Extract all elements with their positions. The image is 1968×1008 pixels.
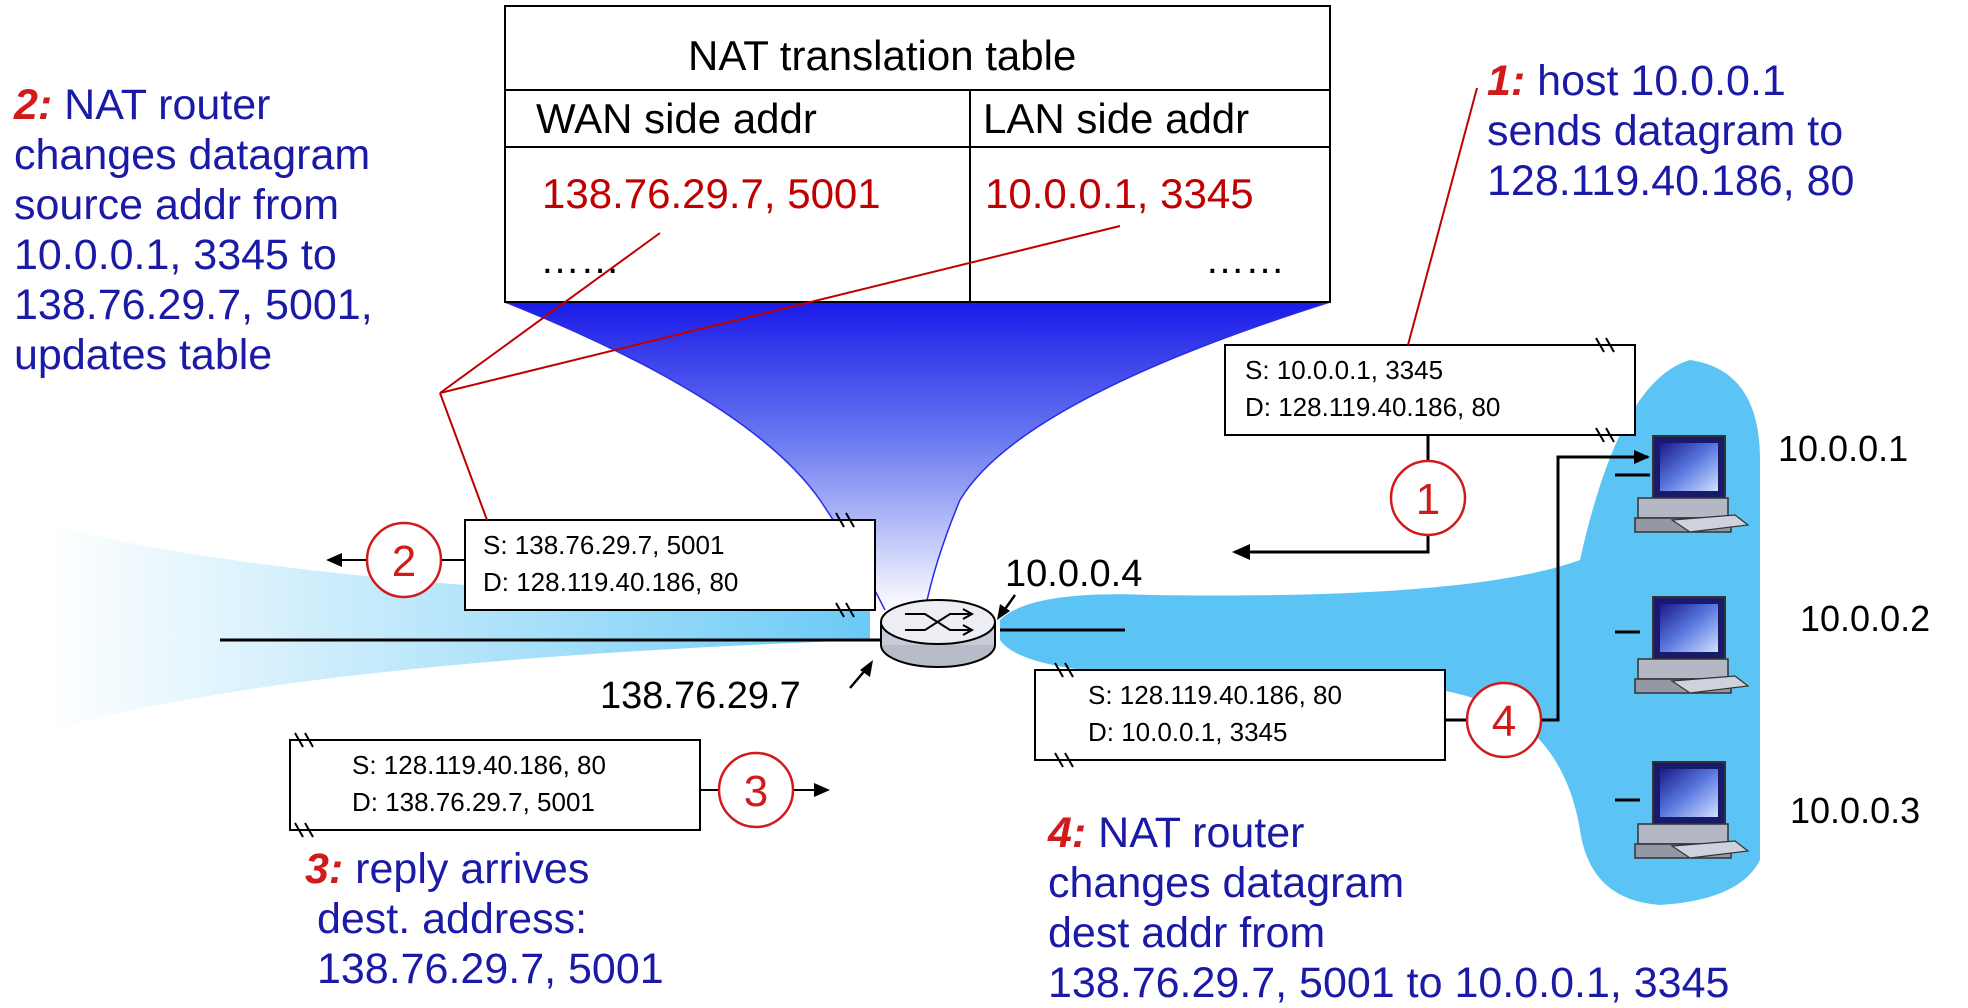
- arrow-2-head: [326, 553, 342, 567]
- step-2-circle-label: 2: [392, 537, 416, 586]
- step-1-text: host 10.0.0.1 sends datagram to 128.119.…: [1487, 57, 1855, 205]
- step-3-note: 3: reply arrives dest. address: 138.76.2…: [305, 844, 664, 994]
- computer-icon-host2: [1634, 596, 1750, 694]
- step-3-number: 3:: [305, 845, 344, 893]
- nat-table-title: NAT translation table: [688, 32, 1077, 79]
- step-3-circle-label: 3: [744, 767, 768, 816]
- computer-icon-host1: [1634, 435, 1750, 533]
- nat-table-funnel: [505, 302, 1330, 610]
- datagram-3-box: [289, 739, 701, 831]
- nat-table-cell-wan: 138.76.29.7, 5001: [542, 170, 881, 217]
- datagram-4: S: 128.119.40.186, 80 D: 10.0.0.1, 3345: [1088, 677, 1342, 751]
- step-3-circle: [717, 751, 795, 829]
- computer-icon-host3: [1634, 761, 1750, 859]
- datagram-2-src: S: 138.76.29.7, 5001: [483, 530, 725, 560]
- step-2-number: 2:: [14, 81, 53, 129]
- nat-table-header-wan: WAN side addr: [536, 95, 817, 142]
- nat-table-dots-left: ……: [540, 238, 620, 282]
- datagram-4-src: S: 128.119.40.186, 80: [1088, 680, 1342, 710]
- datagram-2-dst: D: 128.119.40.186, 80: [483, 567, 739, 597]
- step-4-circle: [1465, 681, 1543, 759]
- break-marks: [294, 337, 1615, 838]
- step-4-note: 4: NAT router changes datagram dest addr…: [1048, 808, 1729, 1008]
- callout-lines: [439, 87, 1478, 521]
- datagram-4-dst: D: 10.0.0.1, 3345: [1088, 717, 1288, 747]
- step-1-circle-label: 1: [1416, 475, 1440, 524]
- arrow-3-head: [814, 783, 830, 797]
- step-2-text: NAT router changes datagram source addr …: [14, 81, 373, 379]
- datagram-1-box: [1224, 344, 1636, 436]
- datagram-1-dst: D: 128.119.40.186, 80: [1245, 392, 1501, 422]
- datagram-2-box: [464, 519, 876, 611]
- datagram-3-dst: D: 138.76.29.7, 5001: [352, 787, 595, 817]
- step-4-number: 4:: [1048, 809, 1087, 857]
- step-2-circle: [365, 521, 443, 599]
- nat-table-cell-lan: 10.0.0.1, 3345: [985, 170, 1254, 217]
- step-1-circle: [1389, 459, 1467, 537]
- step-2-note: 2: NAT router changes datagram source ad…: [14, 80, 373, 380]
- datagram-4-box: [1034, 669, 1446, 761]
- host-2-address: 10.0.0.2: [1800, 598, 1931, 639]
- step-1-note: 1: host 10.0.0.1 sends datagram to 128.1…: [1487, 56, 1854, 206]
- datagram-3-src: S: 128.119.40.186, 80: [352, 750, 606, 780]
- wan-cloud: [50, 525, 870, 730]
- datagram-1: S: 10.0.0.1, 3345 D: 128.119.40.186, 80: [1245, 352, 1500, 426]
- arrow-4-head: [1634, 450, 1650, 464]
- arrow-1-head: [1232, 544, 1250, 560]
- host-3-address: 10.0.0.3: [1790, 790, 1921, 831]
- nat-table: [504, 5, 1331, 303]
- nat-table-dots-right: ……: [1205, 238, 1285, 282]
- datagram-3: S: 128.119.40.186, 80 D: 138.76.29.7, 500…: [352, 747, 606, 821]
- step-4-circle-label: 4: [1492, 697, 1516, 746]
- datagram-1-src: S: 10.0.0.1, 3345: [1245, 355, 1444, 385]
- host-1-address: 10.0.0.1: [1778, 428, 1909, 469]
- datagram-2: S: 138.76.29.7, 5001 D: 128.119.40.186, 8…: [483, 527, 738, 601]
- step-1-number: 1:: [1487, 57, 1526, 105]
- router-icon: [880, 599, 996, 668]
- step-3-text: reply arrives dest. address: 138.76.29.7…: [316, 845, 664, 993]
- nat-table-header-lan: LAN side addr: [983, 95, 1250, 142]
- router-wan-address: 138.76.29.7: [600, 675, 801, 717]
- step-4-text: NAT router changes datagram dest addr fr…: [1048, 809, 1730, 1007]
- lan-cloud: [1000, 360, 1760, 905]
- router-lan-address: 10.0.0.4: [1005, 553, 1143, 595]
